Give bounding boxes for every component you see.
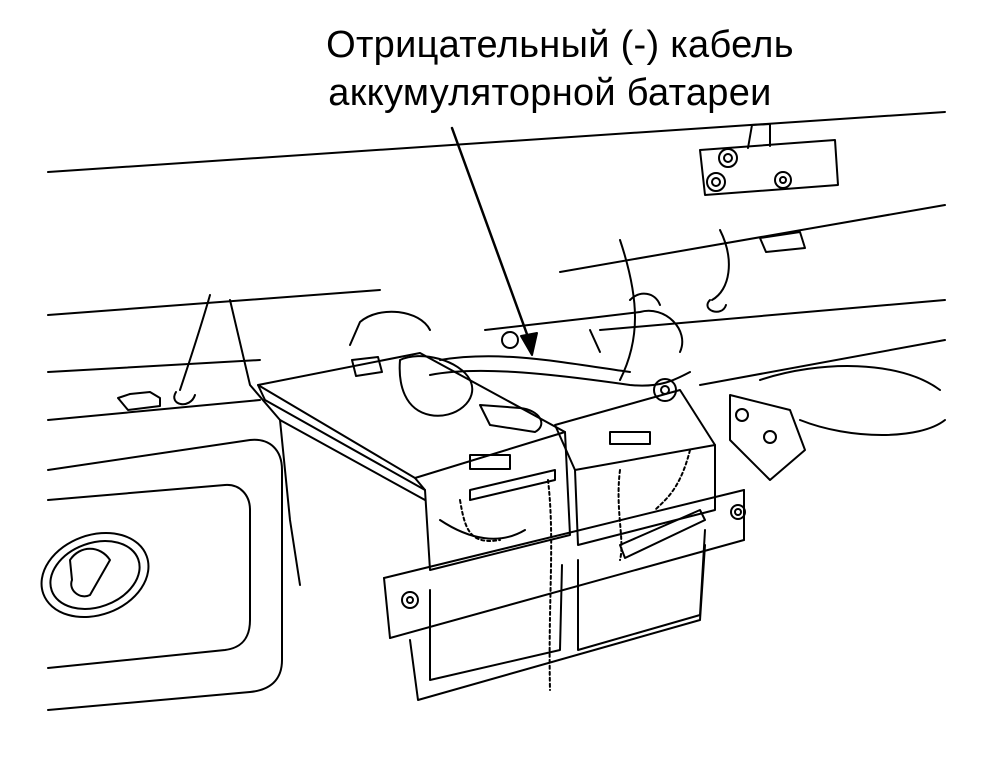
battery-tray <box>230 300 744 700</box>
callout-arrow <box>452 128 537 355</box>
callout-label-line2: аккумуляторной батареи <box>328 72 772 114</box>
rope-handles <box>460 450 690 690</box>
battery-cables <box>350 294 690 432</box>
hold-down-bar <box>402 470 745 608</box>
chassis-frame <box>48 112 945 420</box>
battery-right <box>555 390 715 650</box>
callout-label-line1: Отрицательный (-) кабель <box>326 24 794 66</box>
frame-bracket <box>700 124 838 252</box>
battery-left <box>258 353 570 680</box>
side-panel <box>48 392 282 710</box>
brand-emblem <box>30 519 161 632</box>
wheel-mount <box>730 366 945 480</box>
